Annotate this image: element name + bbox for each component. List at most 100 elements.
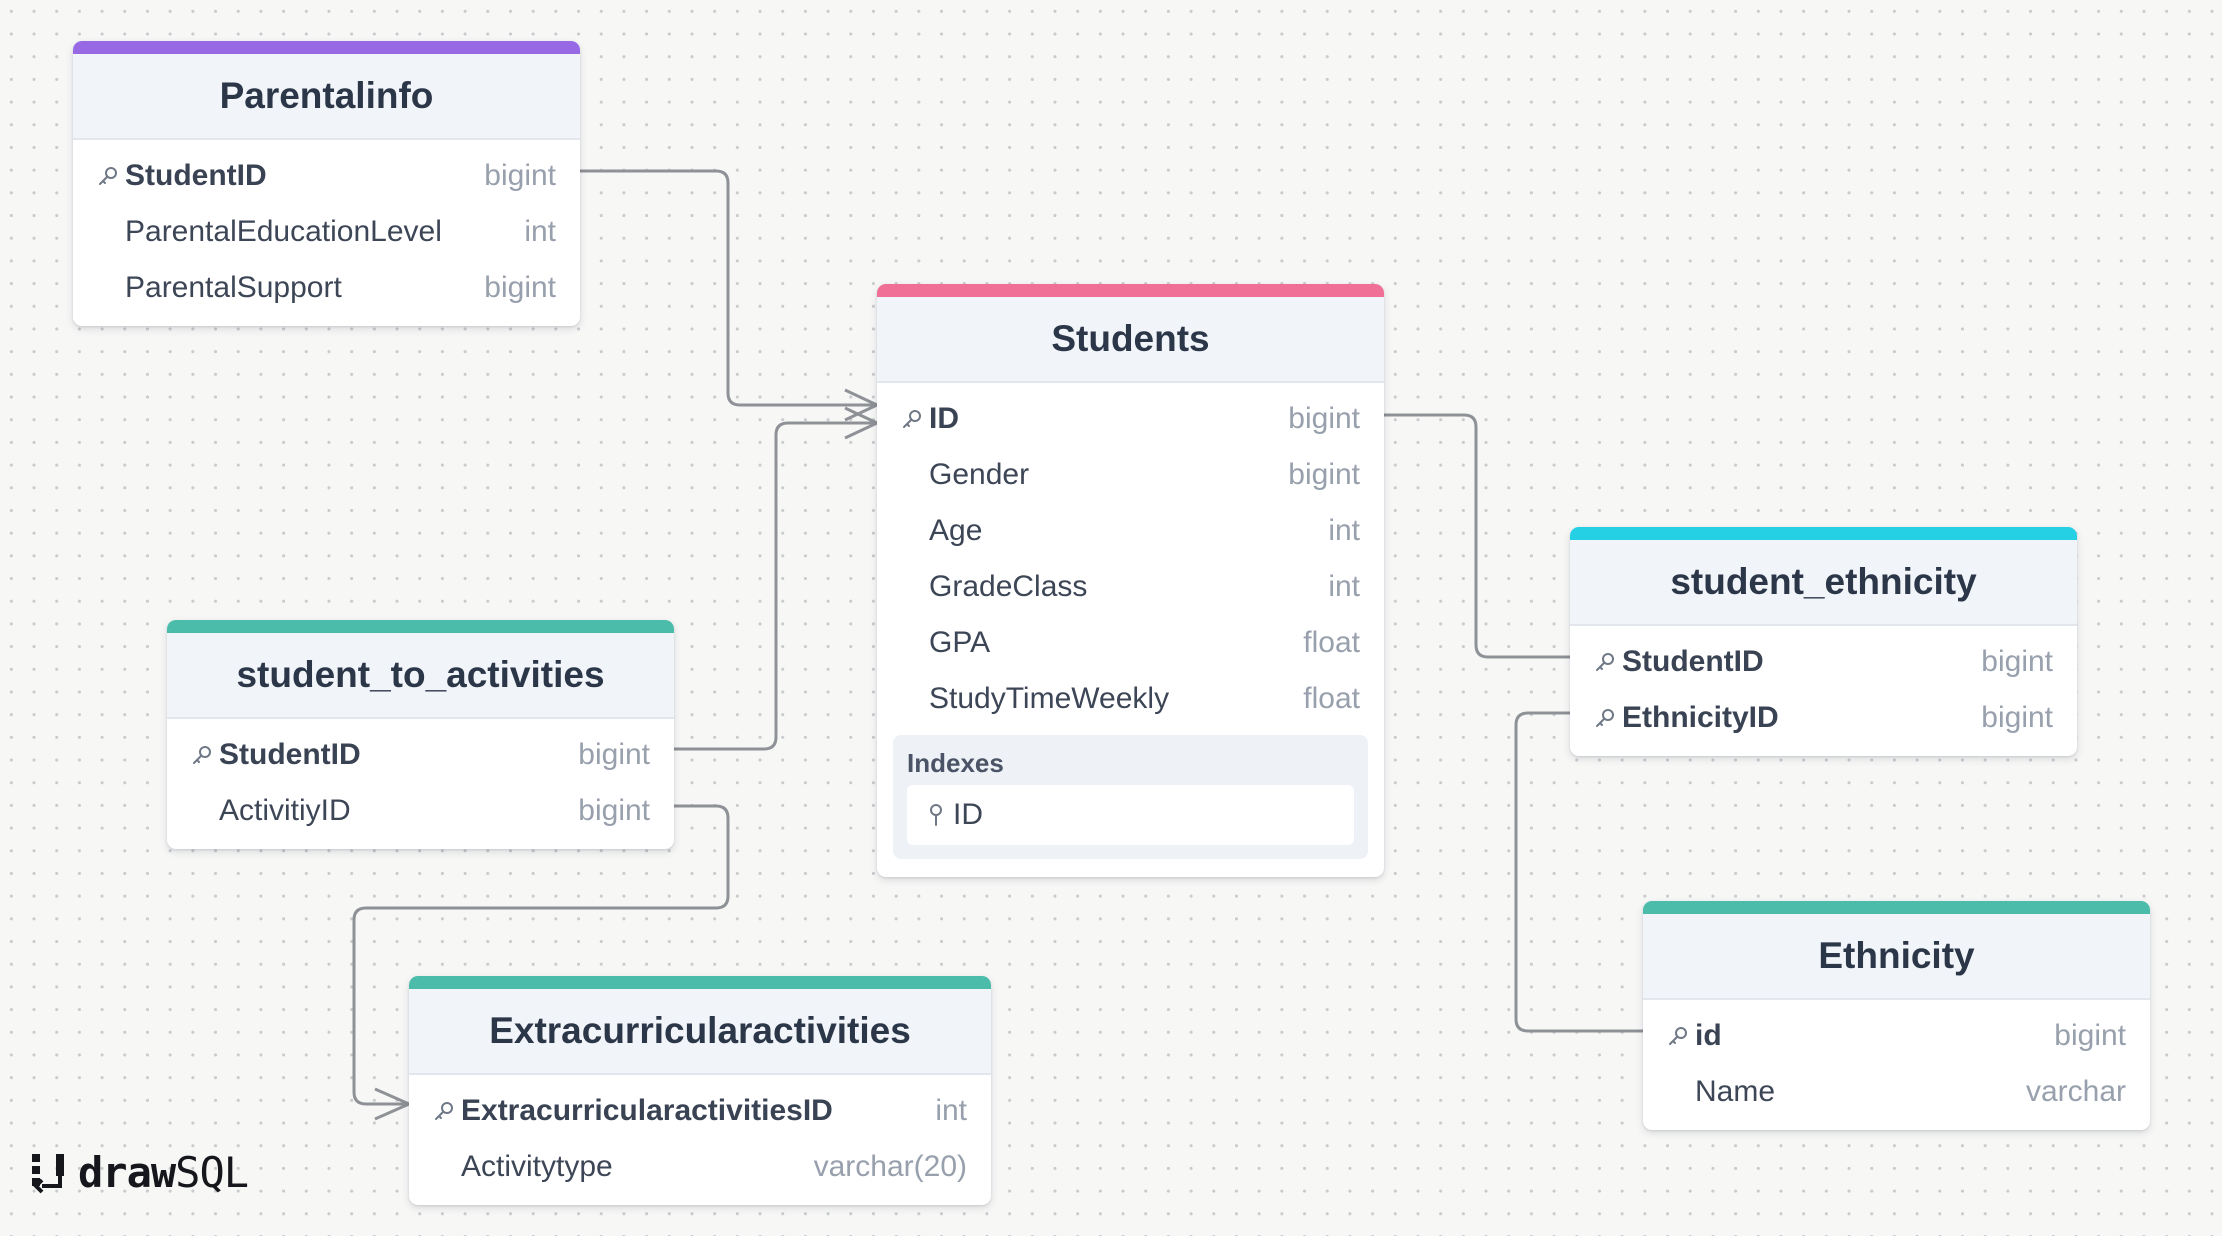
field-type: float	[1303, 682, 1360, 715]
field-row[interactable]: ExtracurricularactivitiesID int	[409, 1083, 991, 1139]
field-row[interactable]: GPA float	[877, 615, 1384, 671]
field-type: bigint	[484, 271, 556, 304]
index-name: ID	[953, 798, 983, 831]
key-icon	[1590, 703, 1620, 733]
field-name: id	[1695, 1019, 1722, 1052]
field-row[interactable]: StudentID bigint	[1570, 634, 2077, 690]
field-name: GradeClass	[929, 570, 1088, 603]
empty-key-slot	[429, 1152, 459, 1182]
empty-key-slot	[897, 684, 927, 714]
field-name: ActivitiyID	[219, 794, 351, 827]
field-row[interactable]: id bigint	[1643, 1008, 2150, 1064]
field-type: bigint	[1288, 458, 1360, 491]
field-name: Name	[1695, 1075, 1776, 1108]
connector-activities-students[interactable]	[674, 406, 878, 751]
indexes-section: Indexes ID	[893, 735, 1368, 859]
indexes-title: Indexes	[907, 747, 1004, 778]
field-row[interactable]: StudyTimeWeekly float	[877, 671, 1384, 727]
empty-key-slot	[187, 796, 217, 826]
table-parentalinfo[interactable]: Parentalinfo StudentID bigint ParentalEd…	[73, 41, 580, 326]
connector-parentalinfo-students[interactable]	[580, 169, 878, 422]
field-name: Gender	[929, 458, 1030, 491]
connector-student-ethnicity-ethnicity[interactable]	[1514, 711, 1643, 1033]
field-type: bigint	[1981, 701, 2053, 734]
drawsql-logo-icon	[32, 1153, 64, 1193]
field-type: bigint	[2054, 1019, 2126, 1052]
table-title[interactable]: Parentalinfo	[73, 54, 580, 140]
table-title[interactable]: student_to_activities	[167, 633, 674, 719]
field-name: Activitytype	[461, 1150, 613, 1183]
key-icon	[429, 1096, 459, 1126]
table-ethnicity[interactable]: Ethnicity id bigint Name varchar	[1643, 901, 2150, 1130]
index-pin-icon	[921, 800, 951, 830]
table-accent-bar	[1570, 527, 2077, 540]
empty-key-slot	[897, 628, 927, 658]
field-name: ExtracurricularactivitiesID	[461, 1094, 833, 1127]
field-name: StudentID	[219, 738, 361, 771]
empty-key-slot	[93, 273, 123, 303]
field-name: EthnicityID	[1622, 701, 1779, 734]
field-type: int	[1328, 570, 1360, 603]
field-name: ParentalSupport	[125, 271, 342, 304]
field-row[interactable]: ParentalSupport bigint	[73, 260, 580, 316]
field-row[interactable]: EthnicityID bigint	[1570, 690, 2077, 746]
field-type: bigint	[578, 738, 650, 771]
field-row[interactable]: ParentalEducationLevel int	[73, 204, 580, 260]
table-students[interactable]: Students ID bigint Gender bigint Age	[877, 284, 1384, 877]
field-row[interactable]: Gender bigint	[877, 447, 1384, 503]
empty-key-slot	[897, 572, 927, 602]
empty-key-slot	[93, 217, 123, 247]
field-row[interactable]: StudentID bigint	[73, 148, 580, 204]
field-name: StudyTimeWeekly	[929, 682, 1170, 715]
field-name: StudentID	[1622, 645, 1764, 678]
key-icon	[1590, 647, 1620, 677]
field-type: bigint	[1981, 645, 2053, 678]
table-title[interactable]: student_ethnicity	[1570, 540, 2077, 626]
table-student-ethnicity[interactable]: student_ethnicity StudentID bigint Ethni…	[1570, 527, 2077, 756]
drawsql-logo[interactable]: draw SQL	[30, 1148, 249, 1197]
key-icon	[897, 404, 927, 434]
connector-students-ethnicity[interactable]	[1384, 413, 1570, 659]
field-row[interactable]: Name varchar	[1643, 1064, 2150, 1120]
table-accent-bar	[167, 620, 674, 633]
field-type: bigint	[578, 794, 650, 827]
field-row[interactable]: ActivitiyID bigint	[167, 783, 674, 839]
table-title[interactable]: Extracurricularactivities	[409, 989, 991, 1075]
table-accent-bar	[1643, 901, 2150, 914]
logo-text-bold: draw	[78, 1148, 176, 1197]
field-type: int	[1328, 514, 1360, 547]
table-accent-bar	[877, 284, 1384, 297]
key-icon	[1663, 1021, 1693, 1051]
key-icon	[187, 740, 217, 770]
field-type: int	[524, 215, 556, 248]
field-name: ID	[929, 402, 959, 435]
field-name: GPA	[929, 626, 991, 659]
field-row[interactable]: ID bigint	[877, 391, 1384, 447]
empty-key-slot	[897, 516, 927, 546]
table-accent-bar	[73, 41, 580, 54]
table-title[interactable]: Ethnicity	[1643, 914, 2150, 1000]
connector-activities-extracurricular[interactable]	[352, 804, 730, 1121]
field-type: int	[935, 1094, 967, 1127]
field-type: varchar	[2025, 1075, 2126, 1108]
index-row[interactable]: ID	[907, 785, 1354, 845]
field-name: ParentalEducationLevel	[125, 215, 442, 248]
field-row[interactable]: Age int	[877, 503, 1384, 559]
field-type: float	[1303, 626, 1360, 659]
field-name: StudentID	[125, 159, 267, 192]
empty-key-slot	[1663, 1077, 1693, 1107]
key-icon	[93, 161, 123, 191]
field-type: bigint	[484, 159, 556, 192]
empty-key-slot	[897, 460, 927, 490]
field-row[interactable]: StudentID bigint	[167, 727, 674, 783]
table-title[interactable]: Students	[877, 297, 1384, 383]
field-row[interactable]: Activitytype varchar(20)	[409, 1139, 991, 1195]
field-row[interactable]: GradeClass int	[877, 559, 1384, 615]
field-type: bigint	[1288, 402, 1360, 435]
table-student-to-activities[interactable]: student_to_activities StudentID bigint A…	[167, 620, 674, 849]
field-type: varchar(20)	[813, 1150, 967, 1183]
table-extracurricularactivities[interactable]: Extracurricularactivities Extracurricula…	[409, 976, 991, 1205]
field-name: Age	[929, 514, 983, 547]
